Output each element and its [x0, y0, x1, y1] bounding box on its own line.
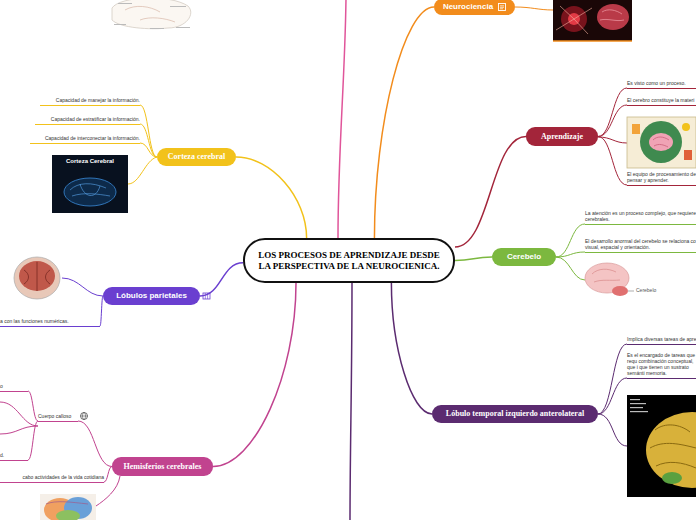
callosum-extras — [0, 402, 88, 434]
subtopic: El desarrollo anormal del cerebelo se re… — [585, 238, 696, 253]
subtopic-text: Implica diversas tareas de apre — [627, 336, 696, 342]
branch-connector — [200, 263, 243, 296]
subtopic-text: El cerebro constituye la materi — [627, 97, 696, 103]
subtopic-text: Es visto como un proceso. — [627, 80, 696, 86]
subtopic: o — [0, 383, 28, 392]
subtopic-text: Capacidad de manejar la información. — [40, 97, 140, 103]
branch-connector — [140, 105, 157, 157]
subtopic-text: Cuerpo calloso — [38, 413, 78, 419]
subtopic: La atención es un proceso complejo, que … — [585, 210, 696, 225]
subtopic: El equipo de procesamiento de pensar y a… — [627, 171, 696, 186]
hemispheres-image — [40, 476, 120, 520]
subtopic-text: cabo actividades de la vida cotidiana — [0, 474, 104, 480]
subtopic: Es el encargado de tareas que requ combi… — [627, 352, 696, 379]
cortex-image — [52, 155, 157, 213]
subtopic: Cuerpo calloso — [38, 413, 78, 422]
branch-connector — [374, 7, 434, 238]
subtopic-text: d. — [0, 452, 28, 458]
branch-topic: Neurociencia — [434, 0, 515, 15]
branch-connector — [598, 378, 627, 414]
branch-connector — [598, 88, 627, 137]
neuron-image — [515, 0, 632, 41]
branch-line — [338, 0, 346, 238]
branch-label: Lóbulos parietales — [116, 291, 187, 301]
branch-topic: Corteza cerebral — [157, 148, 236, 166]
branch-connector — [104, 467, 112, 483]
branch-line — [350, 283, 352, 520]
branch-label: Aprendizaje — [541, 132, 583, 142]
subtopic: d. — [0, 452, 28, 461]
branch-topic: Lóbulos parietales — [103, 287, 200, 305]
subtopic: cabo actividades de la vida cotidiana — [0, 474, 104, 483]
branch-connector — [213, 283, 296, 467]
cerebellum-image — [556, 257, 634, 296]
subtopic: El cerebro constituye la materi — [627, 97, 696, 106]
branch-connector — [236, 157, 307, 238]
image-caption: Corteza Cerebral — [52, 158, 128, 166]
branch-topic: Lóbulo temporal izquierdo anterolateral — [432, 405, 598, 423]
branch-connector — [100, 296, 103, 326]
branch-connector — [28, 421, 38, 460]
branch-topic: Aprendizaje — [526, 127, 598, 146]
subtopic: Capacidad de estratificar la información… — [35, 116, 140, 125]
branch-connector — [556, 224, 585, 257]
branch-connector — [140, 124, 157, 157]
subtopic-text: Es el encargado de tareas que requ combi… — [627, 352, 696, 376]
branch-connector — [598, 344, 627, 414]
subtopic: Capacidad de manejar la información. — [40, 97, 140, 106]
subtopic: Capacidad de interconectar la informació… — [30, 135, 140, 144]
branch-topic: Cerebelo — [492, 248, 556, 266]
branch-connector — [598, 105, 627, 137]
branch-connector — [455, 257, 492, 261]
branch-connector — [556, 252, 585, 257]
subtopic: a con las funciones numéricas. — [0, 318, 100, 327]
notes-icon — [498, 3, 506, 11]
branch-connector — [140, 143, 157, 157]
subtopic-text: o — [0, 383, 28, 389]
image-caption: Cerebelo — [636, 287, 676, 294]
subtopic: Implica diversas tareas de apre — [627, 336, 696, 345]
branch-connector — [391, 283, 432, 414]
branch-label: Cerebelo — [507, 252, 541, 262]
branch-label: Lóbulo temporal izquierdo anterolateral — [446, 409, 584, 419]
branch-connector — [455, 137, 526, 248]
temporal-lobe-image — [598, 395, 696, 497]
subtopic-text: El equipo de procesamiento de pensar y a… — [627, 171, 696, 183]
branch-label: Neurociencia — [443, 2, 493, 12]
central-topic: LOS PROCESOS DE APRENDIZAJE DESDE LA PER… — [243, 238, 455, 283]
central-title: LOS PROCESOS DE APRENDIZAJE DESDE LA PER… — [253, 250, 445, 271]
subtopic-text: Capacidad de interconectar la informació… — [30, 135, 140, 141]
branch-label: Corteza cerebral — [168, 152, 225, 162]
subtopic-text: La atención es un proceso complejo, que … — [585, 210, 696, 222]
subtopic-text: a con las funciones numéricas. — [0, 318, 100, 324]
brain-diagram — [112, 0, 191, 29]
subtopic-text: Capacidad de estratificar la información… — [35, 116, 140, 122]
branch-label: Hemisferios cerebrales — [124, 462, 202, 472]
subtopic-text: El desarrollo anormal del cerebelo se re… — [585, 238, 696, 250]
branch-connector — [28, 391, 38, 421]
branch-connector — [598, 137, 627, 186]
branch-topic: Hemisferios cerebrales — [112, 457, 213, 476]
branch-connector — [78, 421, 112, 467]
subtopic: Es visto como un proceso. — [627, 80, 696, 89]
